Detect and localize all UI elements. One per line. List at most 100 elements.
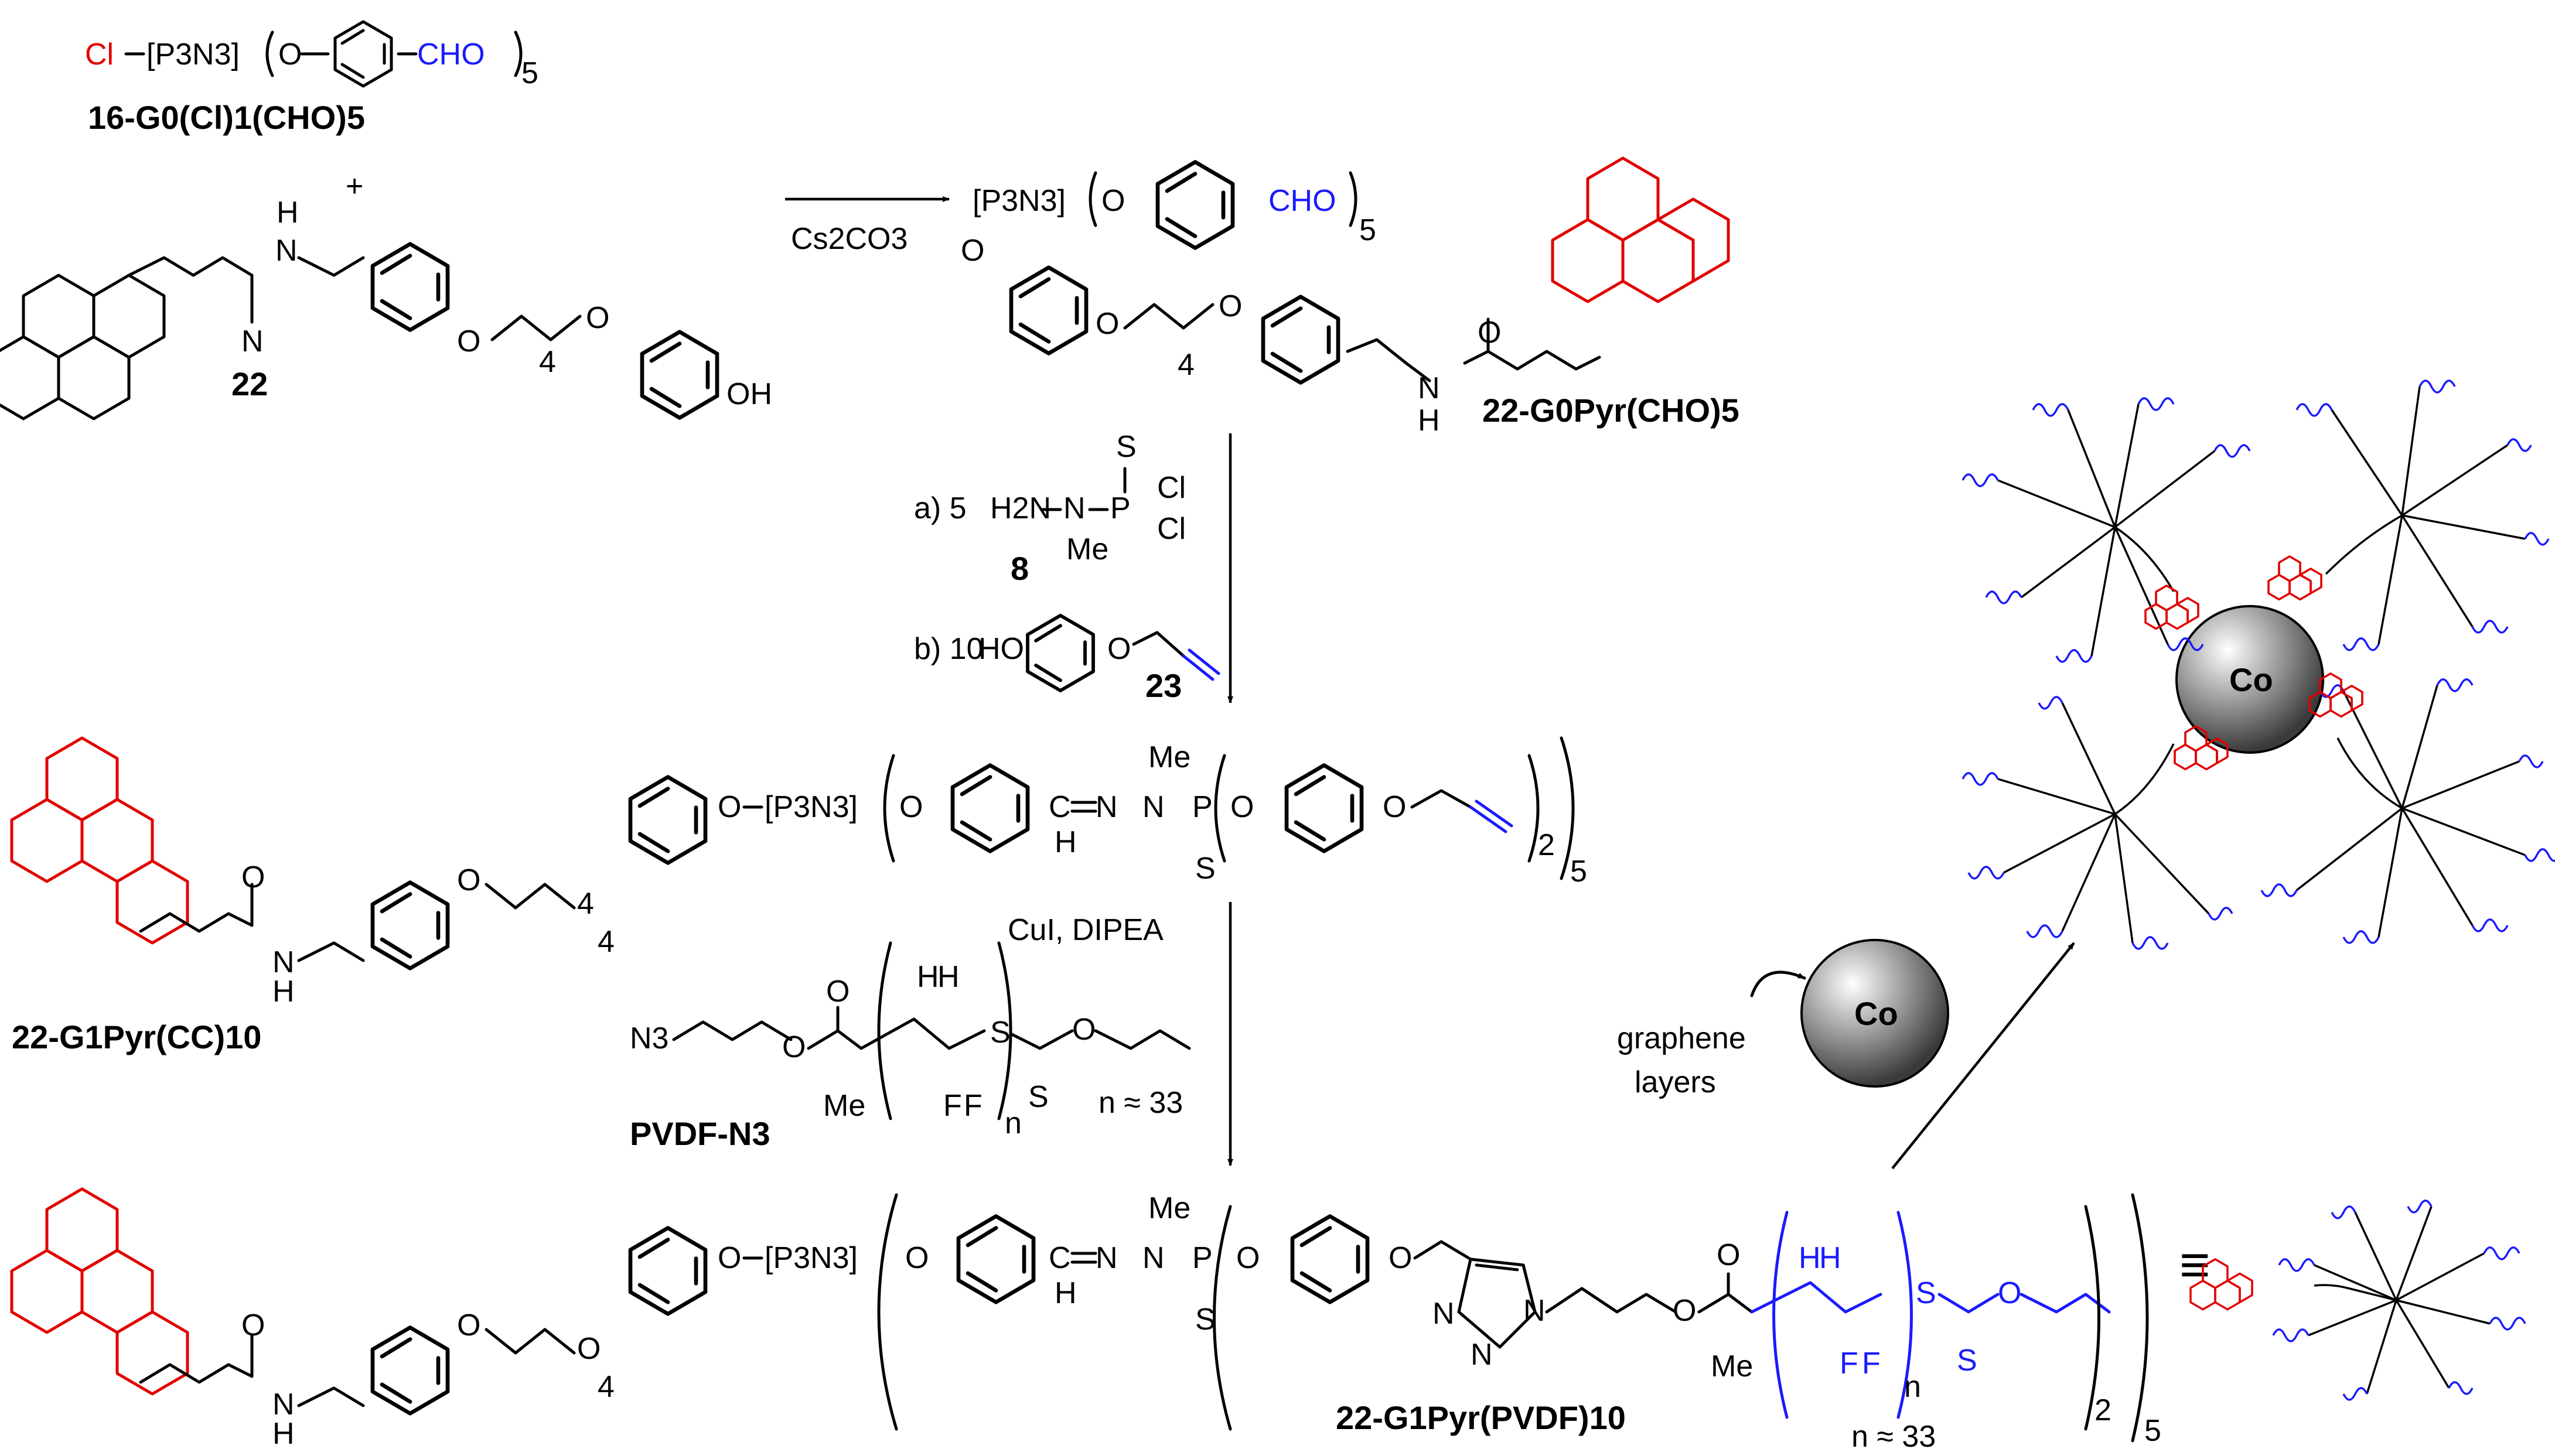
g1cc-n2: N — [1142, 790, 1165, 824]
g1cc-me: Me — [1148, 740, 1190, 774]
hydrazine-h2n: H2N — [990, 491, 1051, 525]
g1p-me: Me — [1148, 1191, 1190, 1225]
compound-22: N H N O O 4 OH 22 — [0, 196, 772, 421]
g1cc-n1: N — [1096, 790, 1118, 824]
hydrazine-n: N — [1063, 491, 1086, 525]
dendrimer-icon-small — [2189, 1199, 2526, 1401]
ether-o-2: O — [586, 301, 609, 335]
g1p-n-value: n ≈ 33 — [1851, 1420, 1936, 1453]
g1p-sub2: 2 — [2095, 1393, 2111, 1427]
g1cc-imine-h: H — [1055, 825, 1077, 859]
carbonyl-o-pvdf: O — [826, 975, 850, 1009]
arrow-to-assembly — [1891, 942, 2075, 1170]
triazole-n1: N — [1432, 1297, 1455, 1331]
compound-22-g0: [P3N3] O CHO 5 O O O 4 H N O 22-G0Pyr(CH… — [961, 156, 1739, 438]
pvdf-f1: F — [943, 1089, 962, 1123]
g1p-ether-o2: O — [577, 1332, 601, 1366]
g1p-s: S — [1195, 1303, 1216, 1337]
dendrimer-br — [2260, 678, 2555, 944]
subscript-5: 5 — [521, 56, 538, 90]
chlorine-atom: Cl — [85, 37, 114, 71]
g1p-o1: O — [718, 1241, 741, 1275]
g1p-p: P — [1192, 1241, 1213, 1275]
g1cc-imine-c: C — [1049, 790, 1071, 824]
ester-o: O — [782, 1030, 806, 1064]
g1p-f2: F — [1862, 1346, 1881, 1380]
compound-22-g1pvdf-label: 22-G1Pyr(PVDF)10 — [1336, 1399, 1626, 1436]
g1cc-p: P — [1192, 790, 1213, 824]
cyclophosphazene-core: [P3N3] — [146, 37, 240, 71]
g0-sub5: 5 — [1359, 213, 1376, 247]
chloro-1: Cl — [1157, 471, 1186, 505]
xanthate-o: O — [1072, 1013, 1096, 1047]
g0-aldehyde: CHO — [1268, 184, 1336, 218]
co-label: Co — [1854, 995, 1898, 1032]
propargyl-o: O — [1107, 632, 1131, 666]
compound-16-label: 16-G0(Cl)1(CHO)5 — [88, 99, 365, 136]
g1p-n: n — [1904, 1370, 1921, 1404]
phenol-ho: HO — [978, 632, 1024, 666]
compound-22-g1cc-label: 22-G1Pyr(CC)10 — [12, 1018, 261, 1055]
g0-o1: O — [1101, 184, 1125, 218]
g1p-amide-h: H — [272, 1417, 295, 1451]
co-dendrimer-assembly: Co — [1962, 380, 2555, 950]
co-sphere — [1800, 939, 1949, 1088]
carbonyl-oxygen: N — [241, 324, 264, 358]
pyrene-22 — [0, 274, 166, 421]
pvdf-n-value: n ≈ 33 — [1099, 1086, 1183, 1120]
reagent-pvdf-n3: N3 O O Me H H F F n S O S n ≈ 33 PVDF-N3 — [630, 941, 1191, 1152]
g1p-imine-h: H — [1055, 1276, 1077, 1310]
g1p-peg-4: 4 — [598, 1370, 615, 1404]
dendrimer-bl — [1962, 696, 2233, 950]
pvdf-h1: H — [917, 960, 939, 994]
g1p-o3: O — [1236, 1241, 1260, 1275]
amide-n: N — [275, 234, 298, 268]
g1p-n1: N — [1096, 1241, 1118, 1275]
g1p-n2: N — [1142, 1241, 1165, 1275]
layers-label: layers — [1635, 1065, 1716, 1099]
thiophosphoryl-p: P — [1110, 491, 1131, 525]
g1cc-sub5: 5 — [1570, 855, 1587, 888]
peg-repeat-4: 4 — [539, 345, 556, 379]
g1p-carbonyl-o: O — [241, 1308, 265, 1342]
hydroxyl: OH — [726, 377, 772, 411]
g1p-pvdf-me: Me — [1711, 1349, 1753, 1383]
reagent-cs2co3: Cs2CO3 — [791, 222, 908, 256]
g1p-o4: O — [1389, 1241, 1412, 1275]
g0-carbonyl-o: O — [1478, 316, 1501, 350]
dendrimer-tr — [2295, 380, 2550, 651]
g1p-ether-o1: O — [457, 1308, 480, 1342]
co-sphere-assembly — [2175, 605, 2324, 754]
trithio-s1: S — [990, 1016, 1011, 1050]
aldehyde-group: CHO — [417, 37, 485, 71]
pyrene-g1cc — [10, 736, 189, 945]
co-assembly-label: Co — [2229, 661, 2273, 698]
pvdf-me: Me — [823, 1089, 865, 1123]
g0-peg-4: 4 — [1178, 348, 1195, 382]
graphene-label: graphene — [1617, 1021, 1746, 1055]
cobalt-nanoparticle: Co graphene layers — [1617, 939, 1949, 1099]
step-b-text: b) 10 — [914, 632, 984, 666]
g1cc-o1: O — [718, 790, 741, 824]
chloro-2: Cl — [1157, 512, 1186, 546]
compound-22-label: 22 — [231, 365, 268, 402]
pvdf-f2: F — [964, 1089, 983, 1123]
amide-h: H — [277, 196, 299, 230]
g1p-amide-n: N — [272, 1387, 295, 1421]
g1p-s1: S — [1916, 1276, 1936, 1310]
g0-core: [P3N3] — [973, 184, 1066, 218]
reagent-23-label: 23 — [1145, 667, 1182, 704]
reagent-pvdf-label: PVDF-N3 — [630, 1115, 770, 1152]
g1p-imine-c: C — [1049, 1241, 1071, 1275]
reagent-23: b) 10 HO O 23 — [914, 616, 1220, 704]
g1cc-sub2: 2 — [1538, 828, 1555, 862]
g1p-h2: H — [1819, 1241, 1841, 1275]
step-a-text: a) 5 — [914, 491, 967, 525]
g1p-s2: S — [1957, 1344, 1977, 1378]
g1cc-amide-n: N — [272, 945, 295, 979]
g1cc-s: S — [1195, 852, 1216, 886]
g1p-carbonyl-o2: O — [1717, 1238, 1740, 1272]
oxygen-atom: O — [278, 37, 302, 71]
